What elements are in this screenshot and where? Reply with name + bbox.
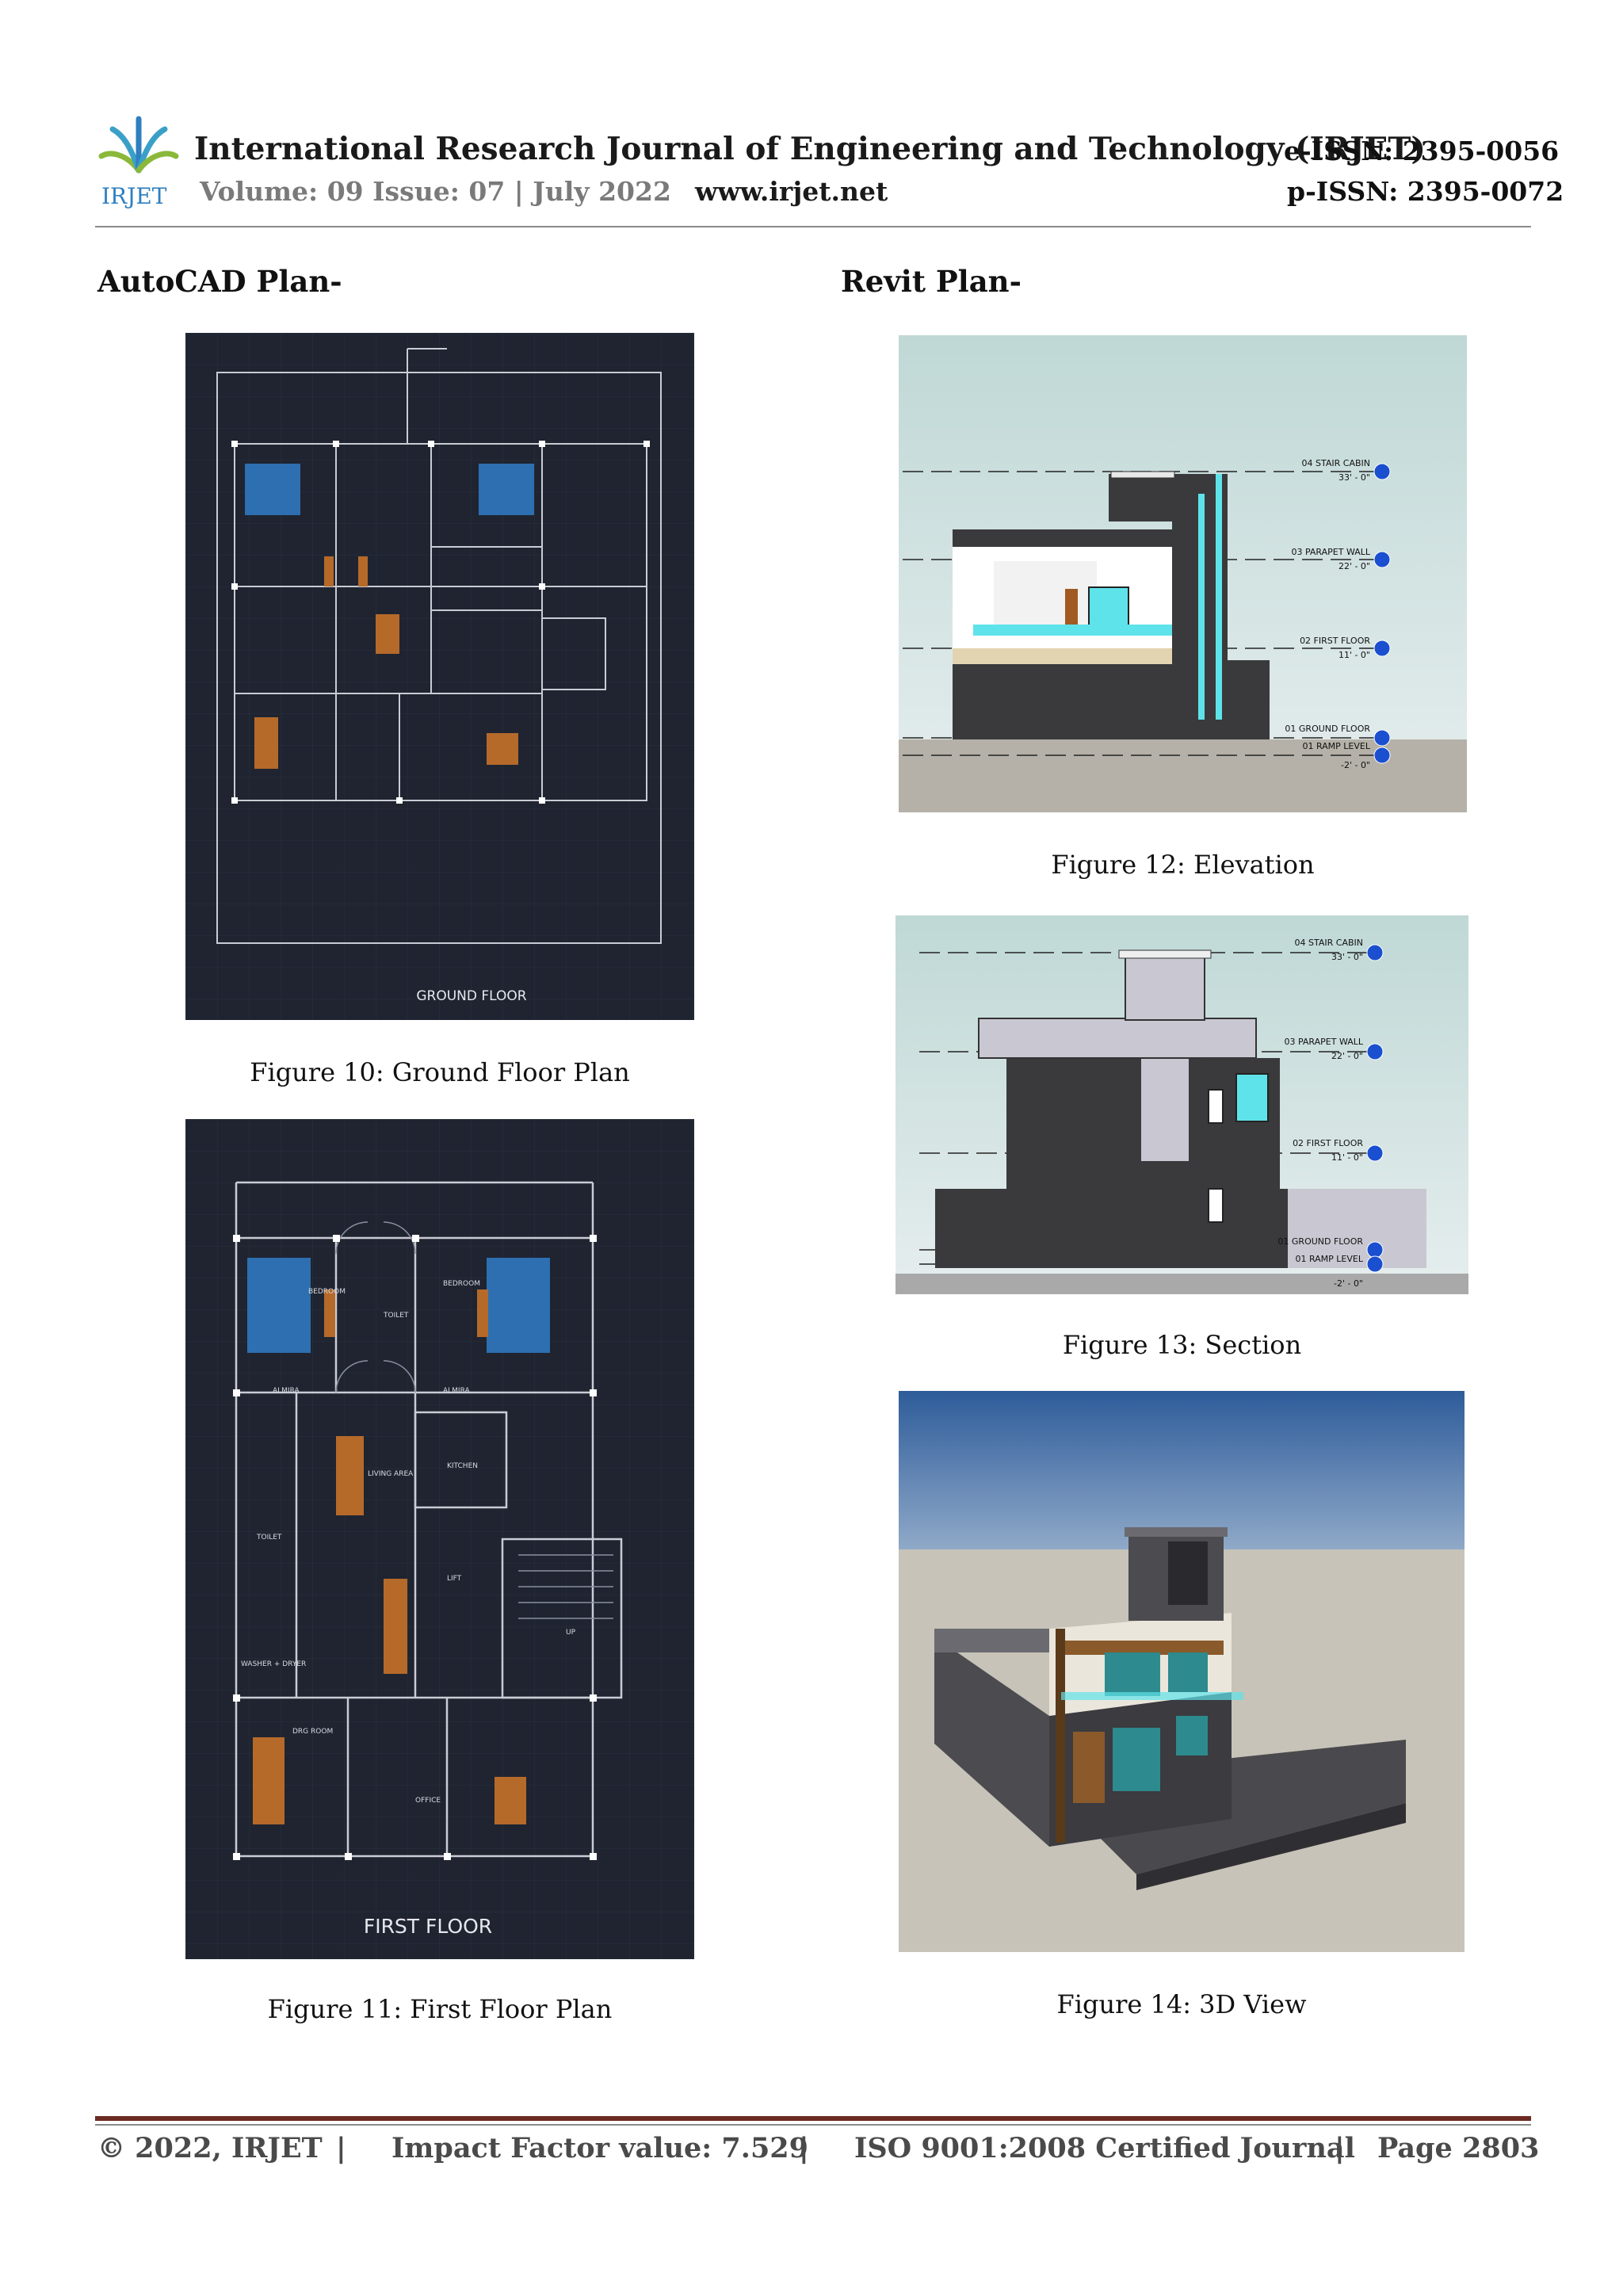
footer-page-number: Page 2803: [1377, 2132, 1540, 2164]
footer-separator: |: [1335, 2132, 1345, 2164]
svg-text:TOILET: TOILET: [383, 1312, 409, 1320]
svg-text:02 FIRST FLOOR: 02 FIRST FLOOR: [1300, 636, 1370, 646]
e-issn: e-ISSN: 2395-0056: [1284, 136, 1560, 166]
first-floor-label: FIRST FLOOR: [364, 1915, 492, 1938]
footer-impact-factor: Impact Factor value: 7.529: [391, 2132, 809, 2164]
svg-text:WASHER + DRYER: WASHER + DRYER: [241, 1660, 306, 1668]
svg-text:02 FIRST FLOOR: 02 FIRST FLOOR: [1293, 1138, 1363, 1148]
autocad-plan-heading: AutoCAD Plan-: [97, 264, 342, 299]
svg-text:01 RAMP LEVEL: 01 RAMP LEVEL: [1302, 741, 1370, 751]
irjet-logo: IRJET: [95, 115, 182, 210]
revit-plan-heading: Revit Plan-: [841, 264, 1022, 299]
footer-separator: |: [336, 2132, 346, 2164]
ground-floor-plan-figure: GROUND FLOOR: [185, 333, 694, 1020]
svg-text:IRJET: IRJET: [101, 183, 167, 209]
svg-text:-2' - 0": -2' - 0": [1334, 1278, 1363, 1289]
svg-text:KITCHEN: KITCHEN: [447, 1462, 478, 1470]
svg-text:22' - 0": 22' - 0": [1331, 1051, 1363, 1061]
journal-title: International Research Journal of Engine…: [194, 131, 1426, 167]
svg-text:UP: UP: [566, 1629, 576, 1637]
figure-10-caption: Figure 10: Ground Floor Plan: [250, 1057, 630, 1087]
svg-text:TOILET: TOILET: [256, 1534, 282, 1541]
svg-text:BEDROOM: BEDROOM: [443, 1280, 480, 1288]
svg-text:DRG ROOM: DRG ROOM: [292, 1728, 333, 1736]
footer-rule-thin: [95, 2124, 1531, 2126]
svg-text:04 STAIR CABIN: 04 STAIR CABIN: [1302, 458, 1370, 468]
svg-text:ALMIRA: ALMIRA: [273, 1387, 300, 1395]
footer-rule: [95, 2116, 1531, 2121]
volume-issue: Volume: 09 Issue: 07 | July 2022: [200, 176, 671, 207]
svg-text:01 GROUND FLOOR: 01 GROUND FLOOR: [1285, 724, 1370, 734]
svg-text:ALMIRA: ALMIRA: [443, 1387, 470, 1395]
footer-separator: |: [799, 2132, 809, 2164]
svg-text:11' - 0": 11' - 0": [1338, 650, 1370, 660]
svg-text:-2' - 0": -2' - 0": [1341, 760, 1370, 770]
journal-website[interactable]: www.irjet.net: [695, 176, 888, 207]
figure-14-caption: Figure 14: 3D View: [1056, 1989, 1307, 2019]
figure-12-caption: Figure 12: Elevation: [1051, 850, 1315, 880]
svg-text:01 RAMP LEVEL: 01 RAMP LEVEL: [1295, 1254, 1363, 1264]
elevation-figure: 04 STAIR CABIN 33' - 0" 03 PARAPET WALL …: [899, 335, 1467, 812]
p-issn: p-ISSN: 2395-0072: [1287, 176, 1564, 207]
svg-text:BEDROOM: BEDROOM: [308, 1288, 346, 1296]
svg-text:04 STAIR CABIN: 04 STAIR CABIN: [1295, 938, 1363, 948]
figure-13-caption: Figure 13: Section: [1062, 1330, 1302, 1360]
svg-text:OFFICE: OFFICE: [415, 1797, 441, 1805]
svg-text:33' - 0": 33' - 0": [1331, 952, 1363, 962]
svg-text:LIFT: LIFT: [447, 1575, 462, 1583]
section-figure: 04 STAIR CABIN 33' - 0" 03 PARAPET WALL …: [896, 915, 1468, 1294]
first-floor-plan-figure: BEDROOM TOILET BEDROOM ALMIRA ALMIRA LIV…: [185, 1119, 694, 1959]
svg-text:LIVING AREA: LIVING AREA: [368, 1470, 414, 1478]
svg-text:11' - 0": 11' - 0": [1331, 1152, 1363, 1163]
ground-floor-label: GROUND FLOOR: [416, 988, 526, 1004]
figure-11-caption: Figure 11: First Floor Plan: [267, 1994, 613, 2024]
header-divider: [95, 226, 1531, 227]
svg-text:03 PARAPET WALL: 03 PARAPET WALL: [1284, 1037, 1363, 1047]
footer-copyright: © 2022, IRJET: [97, 2132, 323, 2164]
svg-text:22' - 0": 22' - 0": [1338, 561, 1370, 571]
3d-view-figure: [899, 1391, 1465, 1952]
svg-text:33' - 0": 33' - 0": [1338, 472, 1370, 483]
footer-iso: ISO 9001:2008 Certified Journal: [854, 2132, 1355, 2164]
svg-text:01 GROUND FLOOR: 01 GROUND FLOOR: [1277, 1236, 1363, 1247]
svg-text:03 PARAPET WALL: 03 PARAPET WALL: [1291, 547, 1370, 557]
